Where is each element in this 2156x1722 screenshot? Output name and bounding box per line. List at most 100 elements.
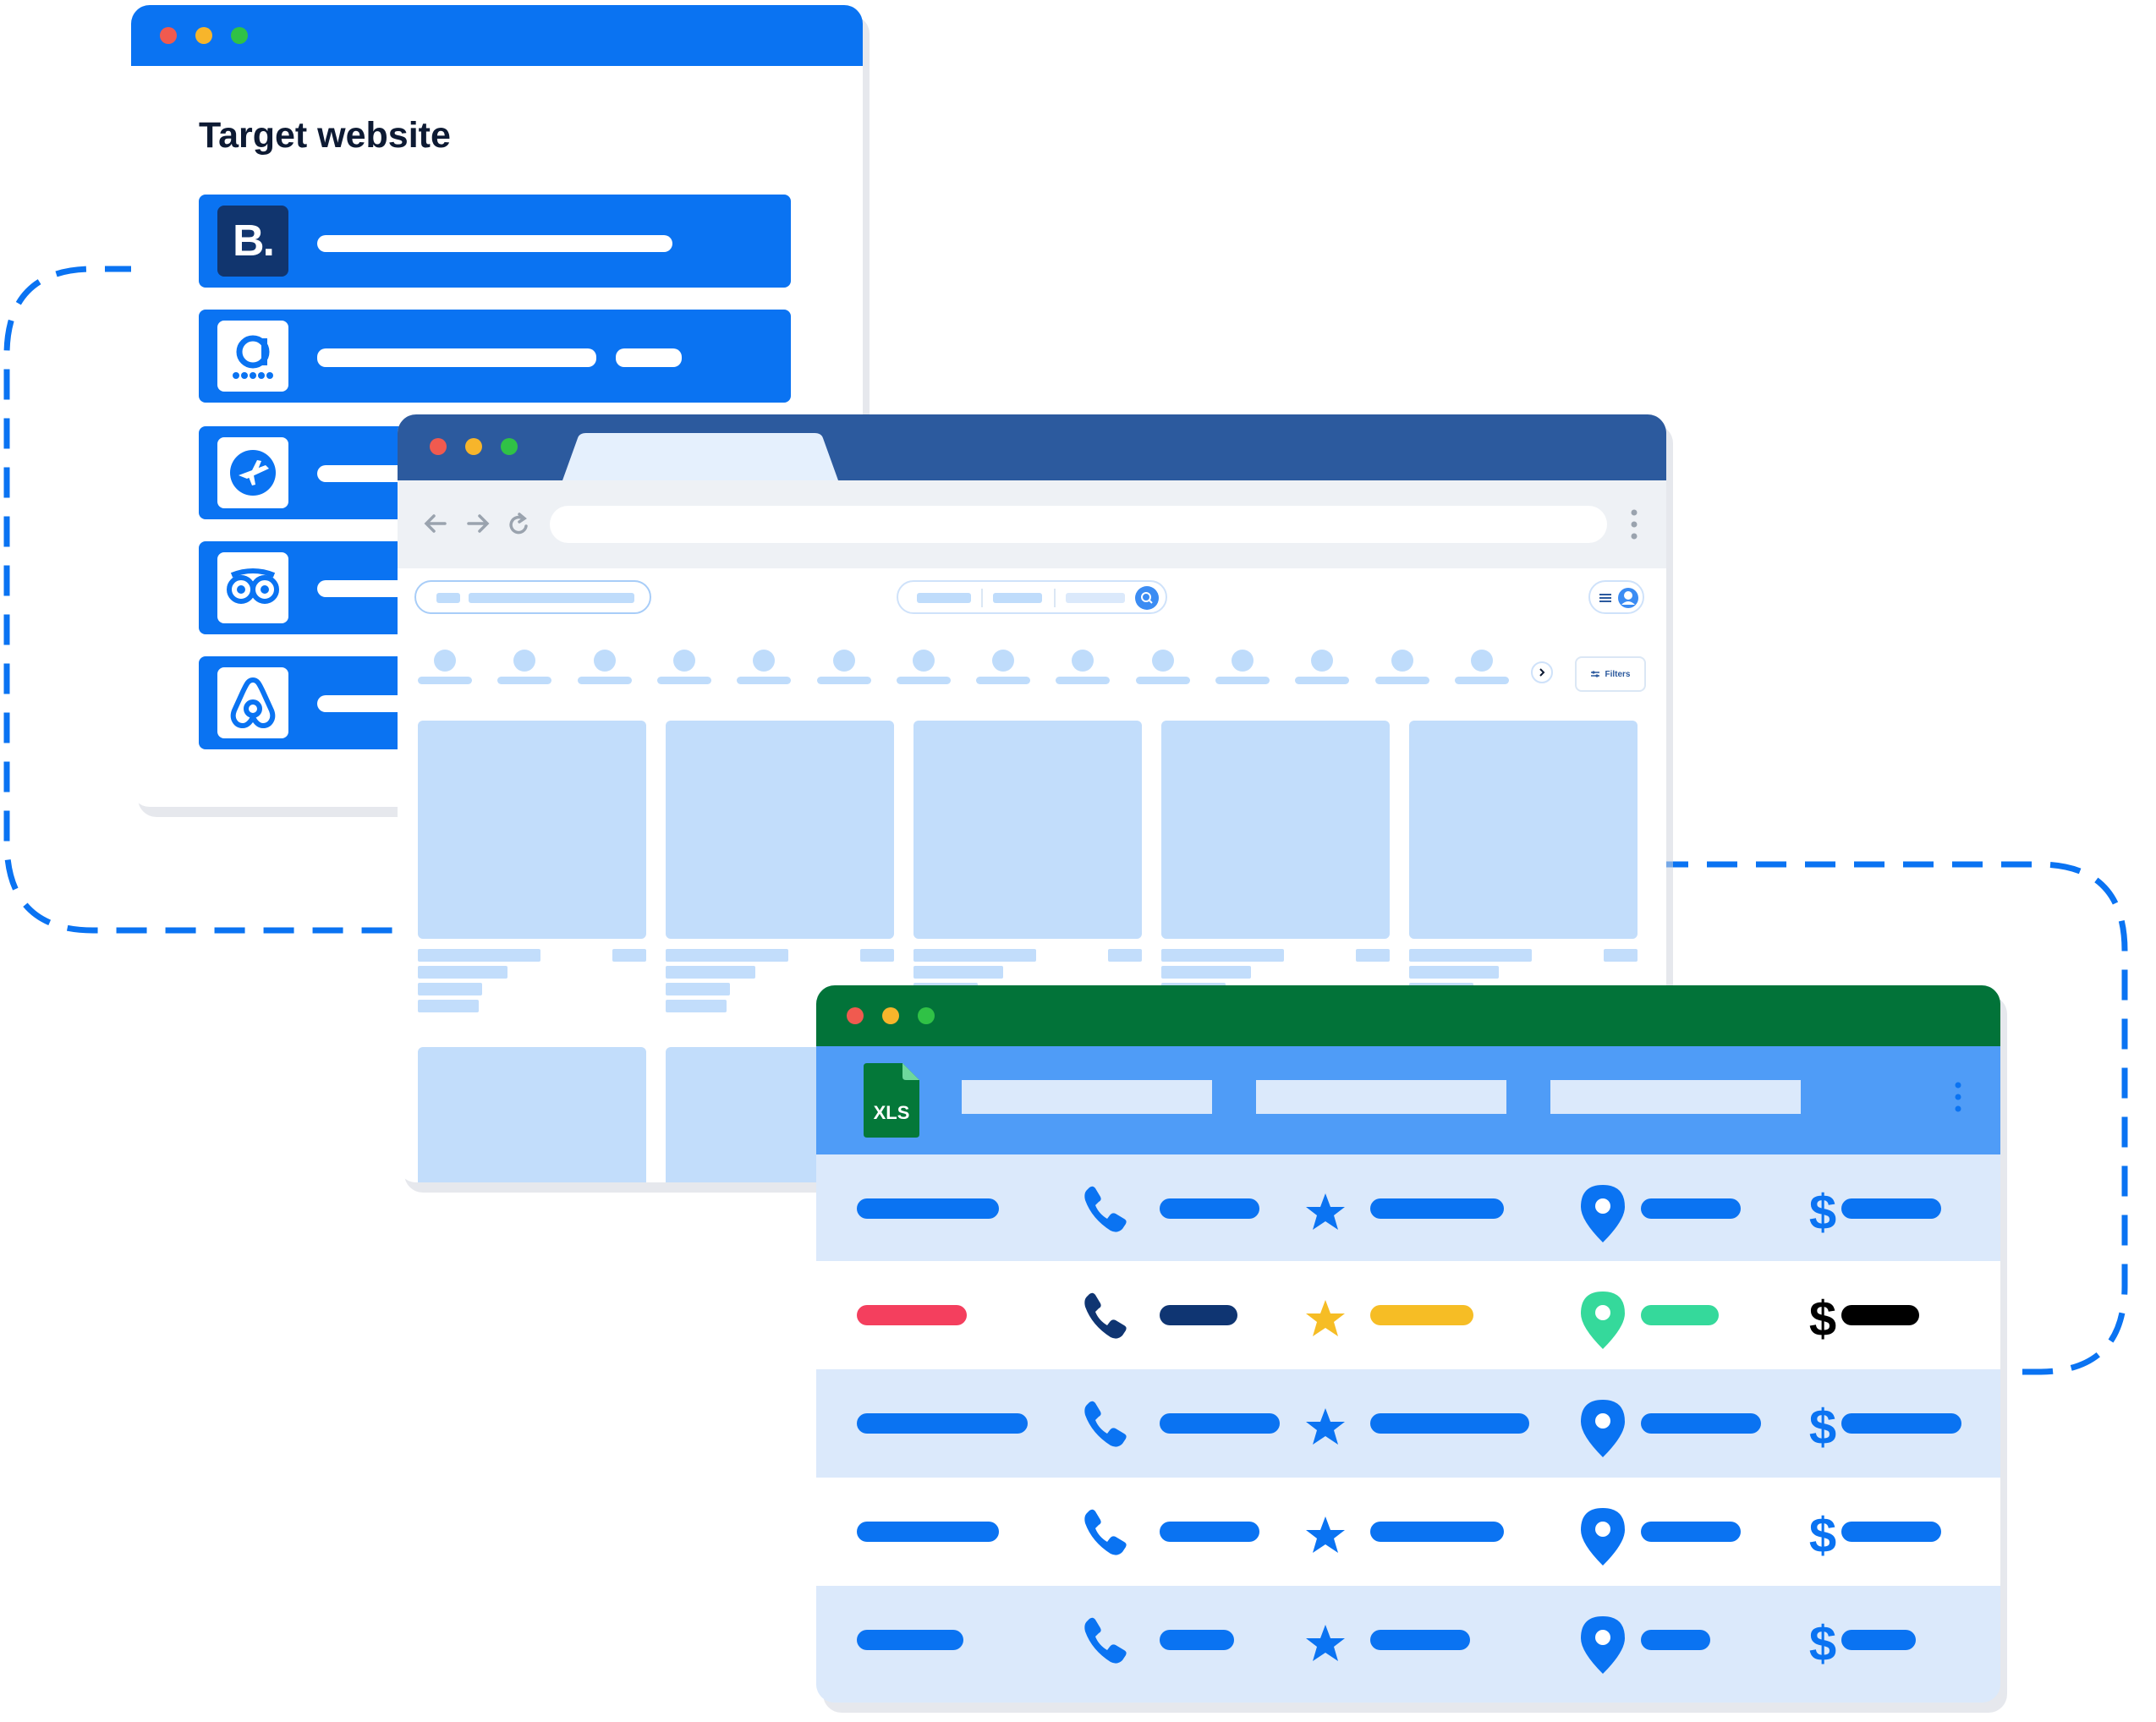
category-icon bbox=[434, 650, 456, 672]
category-strip bbox=[398, 650, 1666, 700]
category-label bbox=[896, 677, 951, 684]
category-item[interactable] bbox=[816, 650, 871, 692]
category-item[interactable] bbox=[896, 650, 951, 692]
listing-text-line bbox=[612, 949, 646, 962]
listing-card-image[interactable] bbox=[418, 1047, 646, 1182]
category-item[interactable] bbox=[1295, 650, 1350, 692]
maximize-dot[interactable] bbox=[501, 438, 518, 455]
cell-location bbox=[1641, 1305, 1719, 1325]
column-header[interactable] bbox=[1550, 1080, 1801, 1114]
category-label bbox=[976, 677, 1031, 684]
category-icon bbox=[593, 650, 616, 672]
category-item[interactable] bbox=[1215, 650, 1270, 692]
filters-button[interactable]: Filters bbox=[1575, 656, 1646, 692]
dollar-icon: $ bbox=[1797, 1183, 1848, 1240]
cell-phone bbox=[1160, 1630, 1234, 1650]
spreadsheet-rows: $$$$$ bbox=[816, 1154, 2000, 1703]
listing-text-line bbox=[1409, 966, 1499, 979]
minimize-dot[interactable] bbox=[882, 1007, 899, 1024]
site-search-box[interactable] bbox=[414, 580, 651, 614]
cell-price bbox=[1841, 1522, 1941, 1542]
spreadsheet-window: XLS $$$$$ bbox=[816, 985, 2000, 1703]
user-menu[interactable] bbox=[1588, 580, 1644, 614]
star-icon bbox=[1300, 1506, 1351, 1560]
star-icon bbox=[1300, 1615, 1351, 1669]
category-item[interactable] bbox=[1374, 650, 1429, 692]
category-icon bbox=[912, 650, 935, 672]
agoda-logo-icon bbox=[217, 321, 288, 392]
xls-file-icon: XLS bbox=[864, 1063, 919, 1138]
cell-price bbox=[1841, 1630, 1916, 1650]
category-icon bbox=[1391, 650, 1413, 672]
cell-price bbox=[1841, 1198, 1941, 1219]
table-row[interactable]: $ bbox=[816, 1261, 2000, 1369]
category-item[interactable] bbox=[418, 650, 472, 692]
category-icon bbox=[1151, 650, 1174, 672]
column-header[interactable] bbox=[962, 1080, 1212, 1114]
category-label bbox=[737, 677, 792, 684]
location-pin-icon bbox=[1577, 1615, 1628, 1674]
listing-card-image[interactable] bbox=[666, 721, 894, 939]
category-item[interactable] bbox=[737, 650, 792, 692]
phone-icon bbox=[1080, 1506, 1131, 1560]
address-bar[interactable] bbox=[550, 506, 1607, 543]
category-item[interactable] bbox=[497, 650, 552, 692]
category-icon bbox=[753, 650, 776, 672]
category-label bbox=[577, 677, 632, 684]
listing-card-image[interactable] bbox=[418, 721, 646, 939]
minimize-dot[interactable] bbox=[465, 438, 482, 455]
close-dot[interactable] bbox=[160, 27, 177, 44]
listing-text-line bbox=[418, 983, 482, 995]
cell-location bbox=[1641, 1413, 1761, 1434]
close-dot[interactable] bbox=[430, 438, 447, 455]
back-arrow-icon[interactable] bbox=[423, 513, 448, 535]
cell-location bbox=[1641, 1198, 1741, 1219]
cell-location bbox=[1641, 1630, 1710, 1650]
xls-badge: XLS bbox=[873, 1102, 910, 1123]
column-header[interactable] bbox=[1256, 1080, 1506, 1114]
chevron-right-icon bbox=[1539, 668, 1545, 677]
browser-tab[interactable] bbox=[562, 433, 842, 480]
table-row[interactable]: $ bbox=[816, 1369, 2000, 1478]
category-item[interactable] bbox=[1454, 650, 1509, 692]
cell-phone bbox=[1160, 1413, 1280, 1434]
next-categories-button[interactable] bbox=[1531, 661, 1553, 683]
target-titlebar bbox=[131, 5, 863, 66]
listing-card-image[interactable] bbox=[913, 721, 1142, 939]
location-pin-icon bbox=[1577, 1183, 1628, 1242]
category-item[interactable] bbox=[577, 650, 632, 692]
reload-icon[interactable] bbox=[507, 511, 531, 536]
maximize-dot[interactable] bbox=[231, 27, 248, 44]
listing-text-line bbox=[860, 949, 894, 962]
browser-menu-icon[interactable] bbox=[1631, 507, 1638, 541]
category-item[interactable] bbox=[976, 650, 1031, 692]
phone-icon bbox=[1080, 1615, 1131, 1669]
cell-rating bbox=[1370, 1630, 1470, 1650]
cell-phone bbox=[1160, 1198, 1259, 1219]
search-icon[interactable] bbox=[1135, 586, 1159, 610]
cell-phone bbox=[1160, 1522, 1259, 1542]
svg-text:$: $ bbox=[1809, 1616, 1836, 1669]
listing-text-line bbox=[1161, 966, 1251, 979]
site-item-agoda[interactable] bbox=[199, 310, 791, 403]
svg-text:$: $ bbox=[1809, 1292, 1836, 1344]
close-dot[interactable] bbox=[847, 1007, 864, 1024]
category-item[interactable] bbox=[656, 650, 711, 692]
listing-card-image[interactable] bbox=[1161, 721, 1390, 939]
minimize-dot[interactable] bbox=[195, 27, 212, 44]
table-row[interactable]: $ bbox=[816, 1586, 2000, 1703]
forward-arrow-icon[interactable] bbox=[465, 513, 491, 535]
phone-icon bbox=[1080, 1183, 1131, 1237]
site-item-booking[interactable]: B. bbox=[199, 195, 791, 288]
cell-price bbox=[1841, 1305, 1919, 1325]
listing-card-image[interactable] bbox=[1409, 721, 1638, 939]
category-item[interactable] bbox=[1056, 650, 1111, 692]
table-row[interactable]: $ bbox=[816, 1154, 2000, 1263]
site-search-pill[interactable] bbox=[897, 580, 1167, 614]
maximize-dot[interactable] bbox=[918, 1007, 935, 1024]
category-item[interactable] bbox=[1135, 650, 1190, 692]
star-icon bbox=[1300, 1290, 1351, 1344]
cell-rating bbox=[1370, 1198, 1504, 1219]
spreadsheet-menu-icon[interactable] bbox=[1954, 1080, 1962, 1114]
table-row[interactable]: $ bbox=[816, 1478, 2000, 1586]
